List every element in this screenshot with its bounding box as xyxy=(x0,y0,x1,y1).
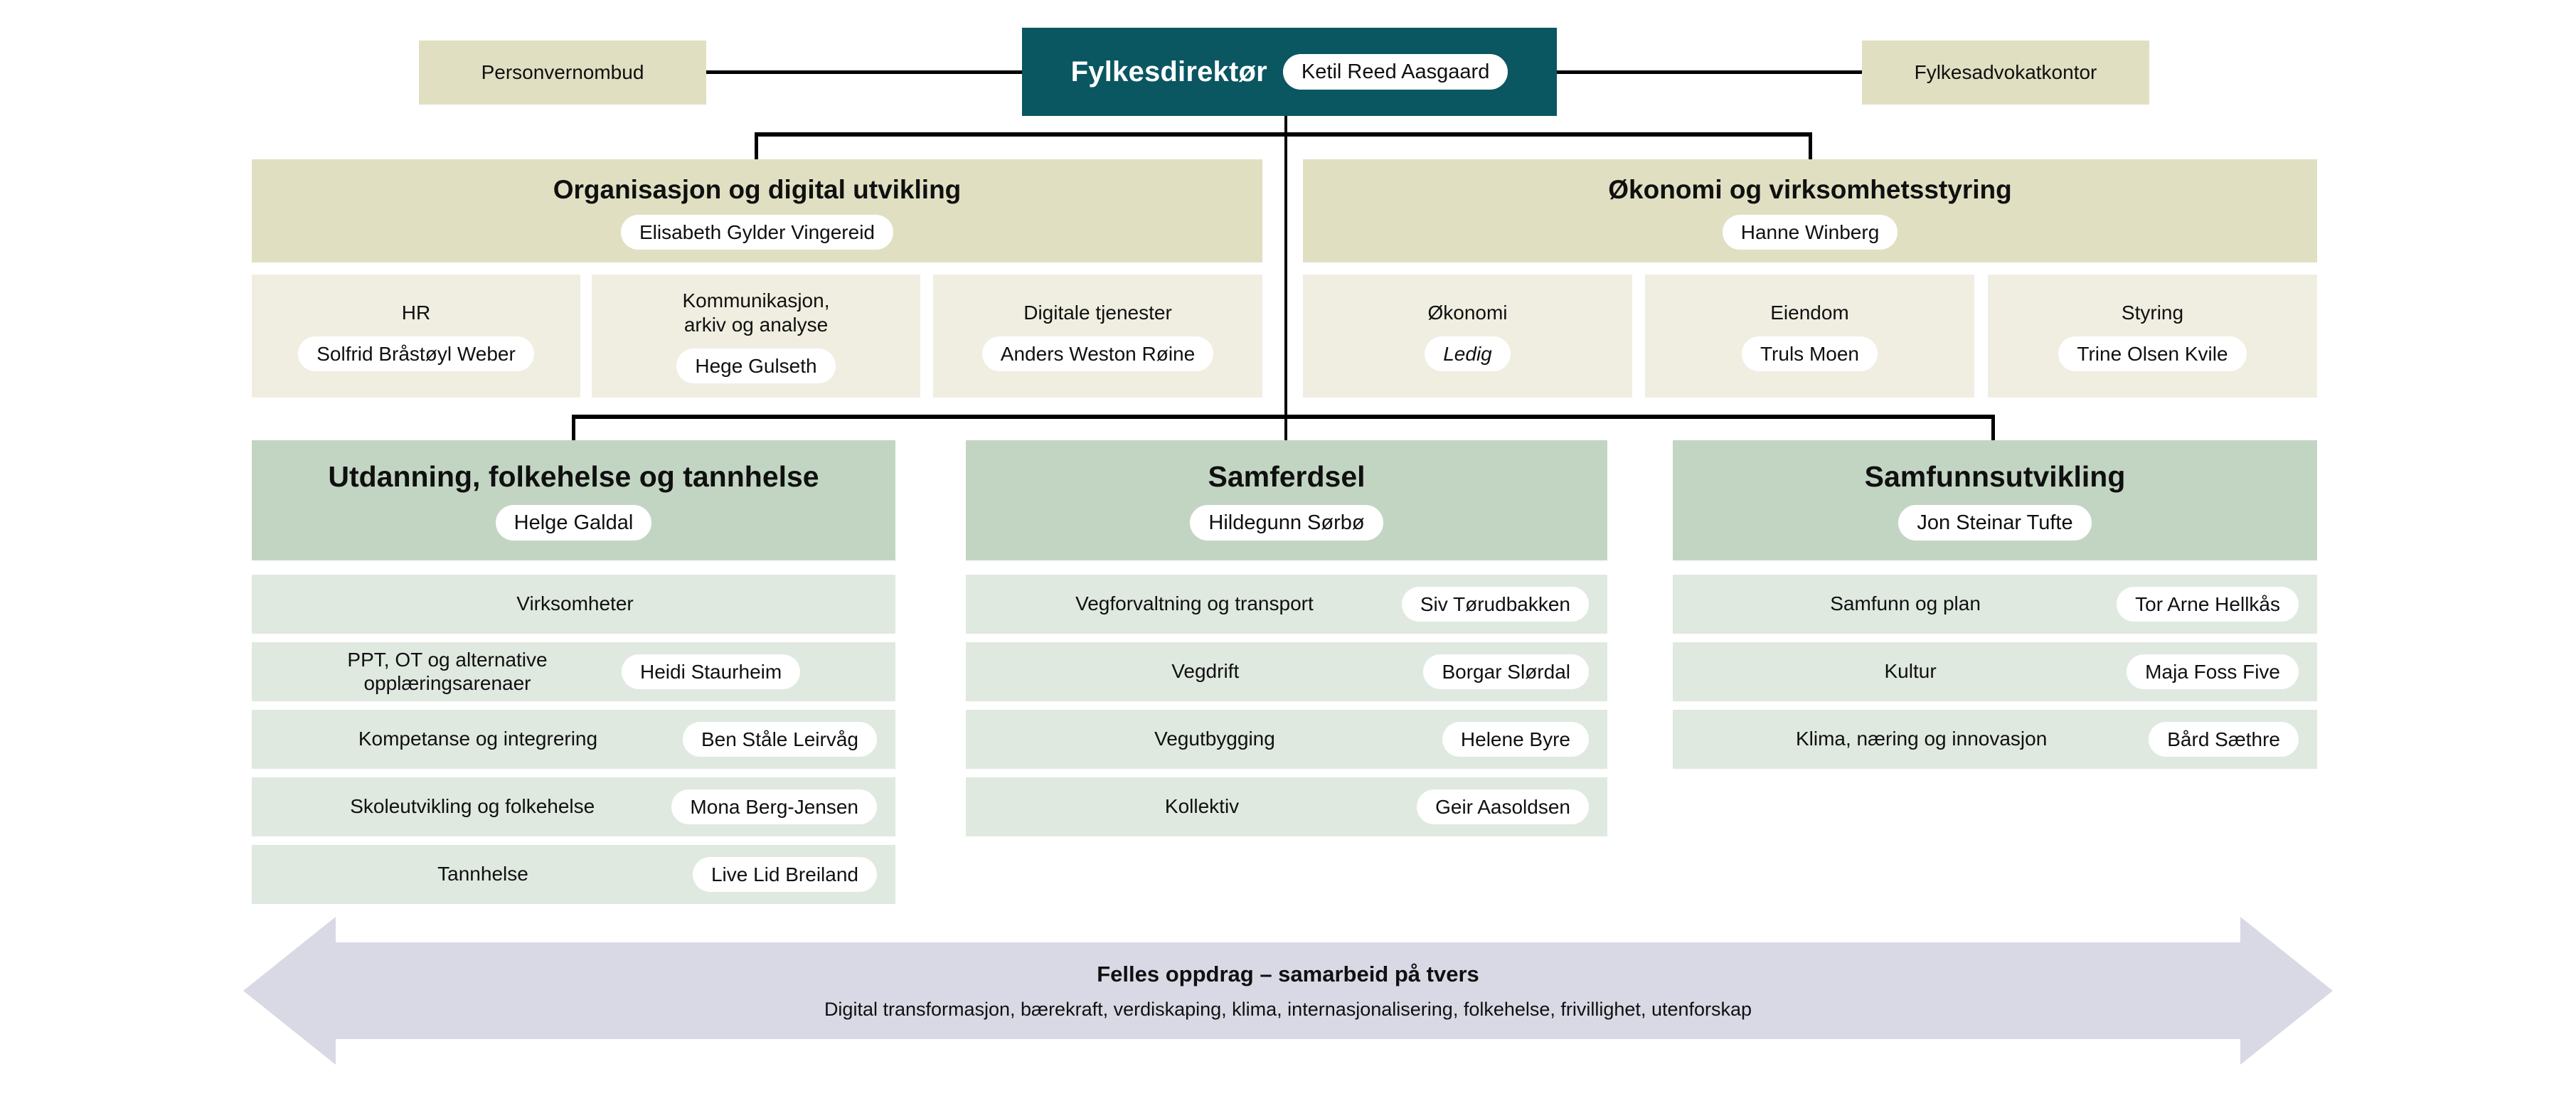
row-name-pill: Bård Sæthre xyxy=(2149,722,2299,757)
personvernombud-label: Personvernombud xyxy=(481,61,644,83)
connector-left-horizontal xyxy=(706,70,1022,74)
row-label: Kompetanse og integrering xyxy=(358,728,598,750)
unit-hr: HR Solfrid Bråstøyl Weber xyxy=(252,275,580,398)
staff-header-title: Økonomi og virksomhetsstyring xyxy=(1608,175,2012,204)
row-kultur: Kultur Maja Foss Five xyxy=(1673,642,2317,701)
unit-title: Digitale tjenester xyxy=(1023,302,1172,324)
unit-title: Økonomi xyxy=(1427,302,1508,324)
banner-subtitle: Digital transformasjon, bærekraft, verdi… xyxy=(824,998,1752,1020)
row-virksomheter: Virksomheter xyxy=(252,575,895,634)
row-name-pill: Live Lid Breiland xyxy=(692,857,877,892)
row-samfunn-plan: Samfunn og plan Tor Arne Hellkås xyxy=(1673,575,2317,634)
unit-name-pill: Hege Gulseth xyxy=(676,348,836,383)
row-vegforvaltning-transport: Vegforvaltning og transport Siv Tørudbak… xyxy=(966,575,1607,634)
row-vegdrift: Vegdrift Borgar Slørdal xyxy=(966,642,1607,701)
row-kollektiv: Kollektiv Geir Aasoldsen xyxy=(966,777,1607,836)
unit-title: HR xyxy=(401,302,431,324)
division-title: Samfunnsutvikling xyxy=(1864,459,2126,493)
director-title: Fylkesdirektør xyxy=(1070,55,1267,87)
row-skoleutvikling-folkehelse: Skoleutvikling og folkehelse Mona Berg-J… xyxy=(252,777,895,836)
unit-digitale-tjenester: Digitale tjenester Anders Weston Røine xyxy=(933,275,1262,398)
row-name-pill: Geir Aasoldsen xyxy=(1417,789,1589,824)
row-vegutbygging: Vegutbygging Helene Byre xyxy=(966,710,1607,769)
division-name-pill: Hildegunn Sørbø xyxy=(1190,504,1383,541)
staff-header-organisasjon: Organisasjon og digital utvikling Elisab… xyxy=(252,159,1262,262)
connector-bracket1-left-drop xyxy=(755,132,758,159)
unit-styring: Styring Trine Olsen Kvile xyxy=(1988,275,2317,398)
unit-title: Styring xyxy=(2121,302,2184,324)
division-title: Utdanning, folkehelse og tannhelse xyxy=(328,459,819,493)
row-name-pill: Ben Ståle Leirvåg xyxy=(682,722,877,757)
row-label: Skoleutvikling og folkehelse xyxy=(350,795,595,818)
division-name-pill: Jon Steinar Tufte xyxy=(1898,504,2092,541)
row-label: Vegdrift xyxy=(1171,660,1240,683)
unit-name-pill: Truls Moen xyxy=(1741,336,1878,371)
unit-name-pill-vacant: Ledig xyxy=(1425,336,1511,371)
row-kompetanse-integrering: Kompetanse og integrering Ben Ståle Leir… xyxy=(252,710,895,769)
division-header-samfunnsutvikling: Samfunnsutvikling Jon Steinar Tufte xyxy=(1673,440,2317,560)
row-name-pill: Heidi Staurheim xyxy=(622,654,801,689)
row-name-pill: Siv Tørudbakken xyxy=(1401,587,1589,622)
row-name-pill: Borgar Slørdal xyxy=(1423,654,1589,689)
unit-name-pill: Solfrid Bråstøyl Weber xyxy=(298,336,534,371)
staff-header-name-pill: Hanne Winberg xyxy=(1722,215,1898,250)
unit-kommunikasjon-arkiv-analyse: Kommunikasjon, arkiv og analyse Hege Gul… xyxy=(592,275,920,398)
row-label: Kultur xyxy=(1884,660,1937,683)
row-label: Tannhelse xyxy=(437,863,528,885)
unit-eiendom: Eiendom Truls Moen xyxy=(1645,275,1974,398)
division-header-utdanning: Utdanning, folkehelse og tannhelse Helge… xyxy=(252,440,895,560)
row-name-pill: Tor Arne Hellkås xyxy=(2117,587,2299,622)
connector-bracket2-right-drop xyxy=(1991,415,1995,440)
connector-bracket1-right-drop xyxy=(1809,132,1812,159)
connector-bracket2-horizontal xyxy=(572,415,1995,419)
row-klima-naering-innovasjon: Klima, næring og innovasjon Bård Sæthre xyxy=(1673,710,2317,769)
box-fylkesadvokatkontor: Fylkesadvokatkontor xyxy=(1862,41,2149,105)
row-label: Vegutbygging xyxy=(1154,728,1275,750)
row-label: Kollektiv xyxy=(1164,795,1240,818)
division-header-samferdsel: Samferdsel Hildegunn Sørbø xyxy=(966,440,1607,560)
row-name-pill: Maja Foss Five xyxy=(2127,654,2299,689)
row-label: Klima, næring og innovasjon xyxy=(1795,728,2048,750)
division-title: Samferdsel xyxy=(1208,459,1366,493)
staff-header-okonomi: Økonomi og virksomhetsstyring Hanne Winb… xyxy=(1303,159,2317,262)
connector-center-vertical xyxy=(1284,116,1287,440)
unit-okonomi: Økonomi Ledig xyxy=(1303,275,1632,398)
row-label: PPT, OT og alternative opplæringsarenaer xyxy=(347,649,548,694)
row-label: Samfunn og plan xyxy=(1830,592,1981,615)
row-label: Virksomheter xyxy=(516,592,634,615)
row-ppt-ot: PPT, OT og alternative opplæringsarenaer… xyxy=(252,642,895,701)
connector-bracket2-left-drop xyxy=(572,415,575,440)
division-name-pill: Helge Galdal xyxy=(495,504,652,541)
banner-title: Felles oppdrag – samarbeid på tvers xyxy=(1097,961,1479,986)
unit-name-pill: Trine Olsen Kvile xyxy=(2058,336,2247,371)
unit-title: Kommunikasjon, arkiv og analyse xyxy=(682,289,830,336)
staff-header-name-pill: Elisabeth Gylder Vingereid xyxy=(620,215,893,250)
director-name-pill: Ketil Reed Aasgaard xyxy=(1282,53,1508,90)
row-label: Vegforvaltning og transport xyxy=(1075,592,1314,615)
fylkesadvokatkontor-label: Fylkesadvokatkontor xyxy=(1914,61,2097,83)
connector-right-horizontal xyxy=(1557,70,1862,74)
row-name-pill: Helene Byre xyxy=(1442,722,1589,757)
shared-mission-arrow-banner: Felles oppdrag – samarbeid på tvers Digi… xyxy=(243,917,2333,1065)
unit-title: Eiendom xyxy=(1770,302,1849,324)
unit-name-pill: Anders Weston Røine xyxy=(981,336,1214,371)
staff-header-title: Organisasjon og digital utvikling xyxy=(553,175,962,204)
row-tannhelse: Tannhelse Live Lid Breiland xyxy=(252,845,895,904)
row-name-pill: Mona Berg-Jensen xyxy=(671,789,877,824)
connector-bracket1-horizontal xyxy=(755,132,1812,137)
box-fylkesdirektor: Fylkesdirektør Ketil Reed Aasgaard xyxy=(1022,28,1557,116)
box-personvernombud: Personvernombud xyxy=(419,41,706,105)
